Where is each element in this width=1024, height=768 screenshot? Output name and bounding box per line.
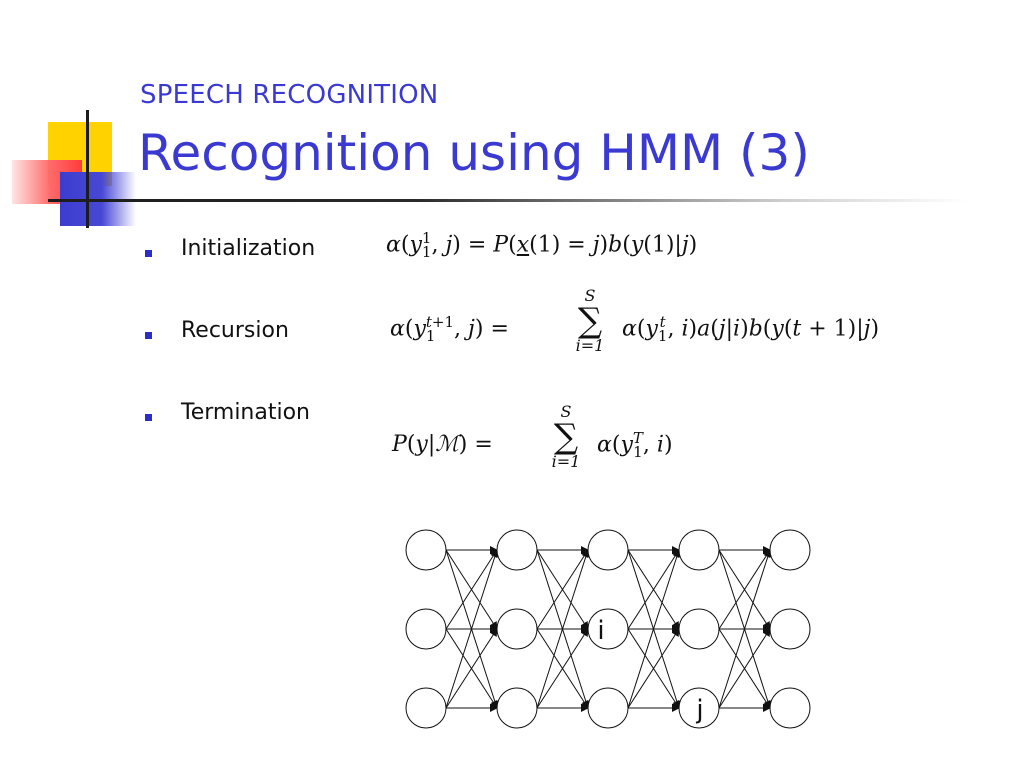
transition-arrow — [536, 549, 590, 709]
slide-subtitle: SPEECH RECOGNITION — [140, 80, 439, 110]
state-node — [405, 608, 447, 650]
state-node — [587, 608, 629, 650]
node-label-i: i — [597, 616, 604, 646]
equation-termination-lhs: P(y|ℳ) = — [392, 432, 493, 457]
transition-arrow — [718, 628, 771, 709]
state-node — [769, 529, 811, 571]
node-label-j: j — [695, 695, 703, 725]
state-node — [769, 687, 811, 729]
transition-arrow — [627, 549, 681, 709]
transition-arrow — [718, 549, 771, 630]
state-node — [496, 687, 538, 729]
state-node — [678, 529, 720, 571]
transition-arrow — [445, 549, 498, 630]
state-node — [405, 687, 447, 729]
transition-arrow — [718, 549, 772, 709]
bullet-initialization: Initialization — [181, 236, 316, 261]
sum-symbol-termination: S ∑ i=1 — [551, 402, 581, 471]
transition-arrow — [627, 628, 680, 709]
transition-arrow — [445, 628, 498, 709]
state-node — [496, 608, 538, 650]
bullet-icon — [145, 332, 152, 339]
state-node — [405, 529, 447, 571]
hmm-trellis-diagram: i j — [405, 529, 811, 729]
transition-arrow — [445, 549, 499, 709]
transition-arrow — [627, 549, 680, 630]
transition-arrow — [536, 549, 589, 630]
state-node — [587, 687, 629, 729]
title-underline — [48, 199, 968, 202]
bullet-icon — [145, 414, 152, 421]
state-node — [678, 687, 720, 729]
state-node — [496, 529, 538, 571]
bullet-termination: Termination — [181, 400, 311, 425]
state-node — [587, 529, 629, 571]
deco-vertical-line — [86, 110, 89, 228]
bullet-icon — [145, 250, 152, 257]
slide-title: Recognition using HMM (3) — [138, 124, 810, 182]
trellis-edges — [445, 546, 772, 712]
trellis-nodes — [405, 529, 811, 729]
transition-arrow — [536, 628, 589, 709]
state-node — [678, 608, 720, 650]
state-node — [769, 608, 811, 650]
bullet-recursion: Recursion — [181, 318, 289, 343]
sum-symbol-recursion: S ∑ i=1 — [575, 286, 605, 355]
